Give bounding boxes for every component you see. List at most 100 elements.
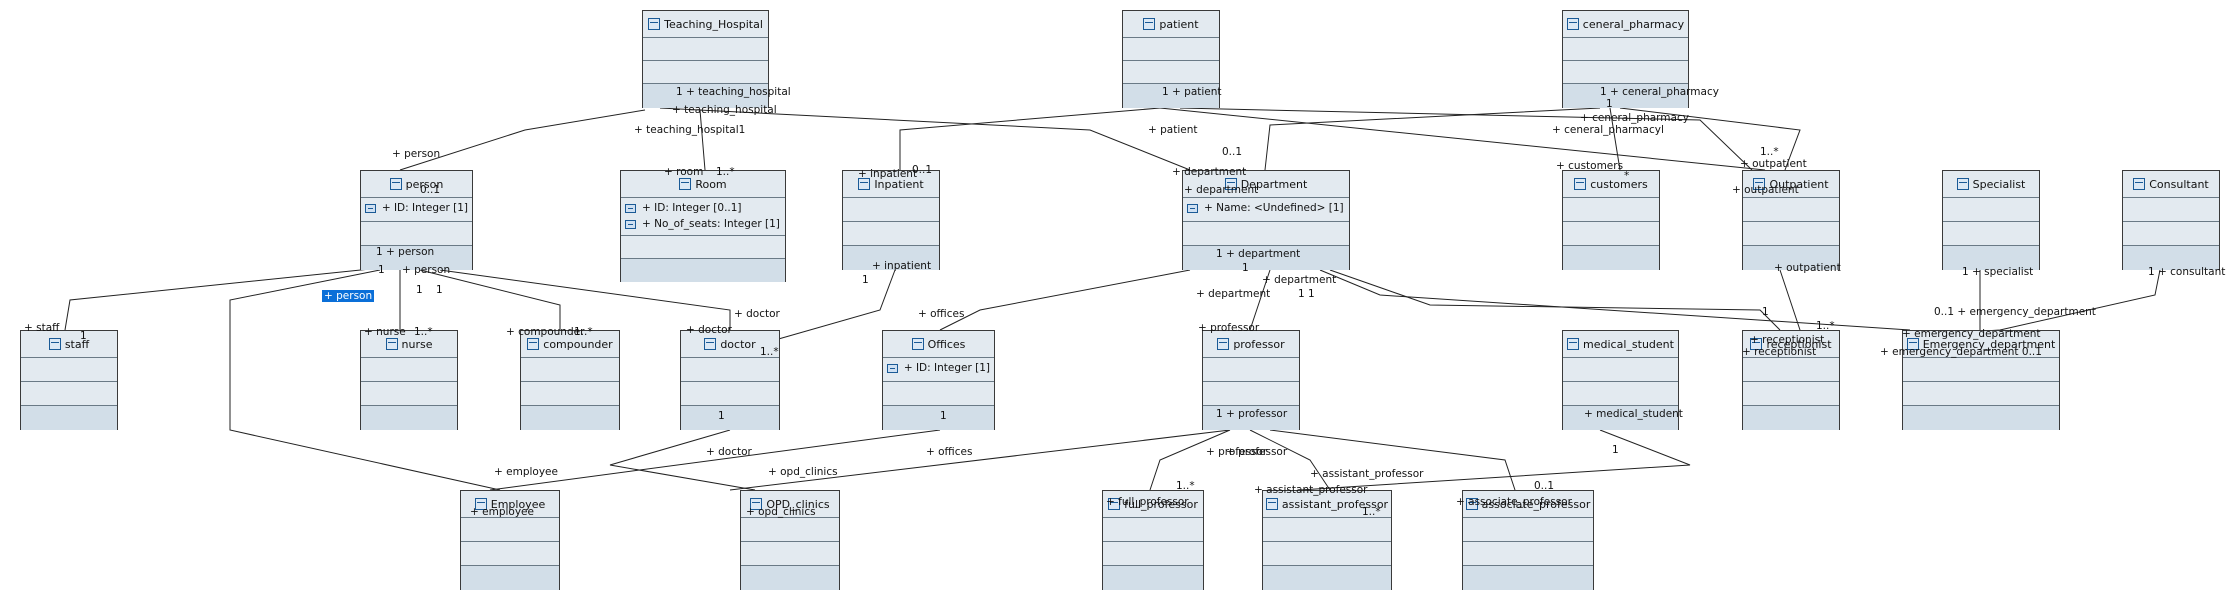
class-associate-professor[interactable]: associate_professor [1462,490,1594,590]
class-header: customers [1563,171,1659,198]
operations-compartment [843,222,939,246]
nested-compartment [1943,246,2039,270]
attributes-compartment: + Name: <Undefined> [1] [1183,198,1349,222]
attribute[interactable]: + No_of_seats: Integer [1] [625,216,781,232]
operations-compartment [1563,382,1678,406]
class-icon [474,498,487,510]
class-header: doctor [681,331,779,358]
role-label: + receptionist [1750,334,1825,346]
class-icon [2133,178,2146,190]
class-name: Department [1240,177,1308,191]
nested-compartment [1123,84,1219,108]
multiplicity-label: 1..* [1760,146,1779,158]
class-opd-clinics[interactable]: OPD_clinics [740,490,840,590]
class-name: Specialist [1972,177,2026,191]
class-assistant-professor[interactable]: assistant_professor [1262,490,1392,590]
class-header: Employee [461,491,559,518]
class-medical-student[interactable]: medical_student [1562,330,1679,430]
assoc-line [1249,269,1271,331]
class-professor[interactable]: professor [1202,330,1300,430]
class-icon [389,178,402,190]
class-department[interactable]: Department + Name: <Undefined> [1] [1182,170,1350,270]
operations-compartment [1903,382,2059,406]
class-name: OPD_clinics [766,497,830,511]
class-name: Inpatient [874,177,924,191]
attributes-compartment [1263,518,1391,542]
class-icon [1465,498,1478,510]
class-staff[interactable]: staff [20,330,118,430]
multiplicity-label: 1 [80,330,87,342]
attributes-compartment: + ID: Integer [1] [361,198,472,222]
role-label: + teaching_hospital1 [634,124,746,136]
attribute[interactable]: + ID: Integer [1] [365,200,468,216]
attribute[interactable]: + ID: Integer [1] [887,360,990,376]
class-icon [1750,338,1763,350]
role-label: 1 + patient [1162,86,1222,98]
class-emergency-department[interactable]: Emergency_department [1902,330,2060,430]
attributes-compartment [741,518,839,542]
class-nurse[interactable]: nurse [360,330,458,430]
attribute[interactable]: + ID: Integer [0..1] [625,200,781,216]
nested-compartment [1743,246,1839,270]
attributes-compartment [1103,518,1203,542]
role-label: + ceneral_pharmacyl [1552,124,1664,136]
attributes-compartment [1123,38,1219,61]
class-inpatient[interactable]: Inpatient [842,170,940,270]
class-name: receptionist [1766,337,1832,351]
class-icon [1956,178,1969,190]
class-icon [648,18,661,30]
class-ceneral-pharmacy[interactable]: ceneral_pharmacy [1562,10,1689,108]
assoc-line [1779,269,1801,331]
class-customers[interactable]: customers [1562,170,1660,270]
class-offices[interactable]: Offices + ID: Integer [1] [882,330,995,430]
attributes-compartment [1463,518,1593,542]
attributes-compartment [1903,358,2059,382]
multiplicity-label: * [1624,170,1630,182]
assoc-line [1919,269,2161,336]
operations-compartment [1123,61,1219,84]
attribute[interactable]: + Name: <Undefined> [1] [1187,200,1345,216]
class-icon [1108,498,1121,510]
operations-compartment [1203,382,1299,406]
assoc-line [1264,107,1601,171]
role-label: 1 + specialist [1962,266,2034,278]
class-name: person [405,177,444,191]
role-label: + patient [1148,124,1198,136]
class-name: ceneral_pharmacy [1582,17,1685,31]
class-compounder[interactable]: compounder [520,330,620,430]
class-patient[interactable]: patient [1122,10,1220,108]
assoc-line [439,269,731,330]
role-label-selected[interactable]: + person [322,290,375,302]
class-outpatient[interactable]: Outpatient [1742,170,1840,270]
nested-compartment [1563,246,1659,270]
class-specialist[interactable]: Specialist [1942,170,2040,270]
attributes-compartment [1563,198,1659,222]
role-label: 1 + teaching_hospital [676,86,791,98]
class-name: associate_professor [1481,497,1591,511]
class-header: Offices [883,331,994,358]
class-room[interactable]: Room + ID: Integer [0..1] + No_of_seats:… [620,170,786,282]
class-full-professor[interactable]: full_professor [1102,490,1204,590]
class-consultant[interactable]: Consultant [2122,170,2220,270]
operations-compartment [21,382,117,406]
class-icon [1566,18,1579,30]
class-employee[interactable]: Employee [460,490,560,590]
class-icon [385,338,398,350]
assoc-line [659,107,1191,171]
assoc-line [1269,429,1516,491]
class-header: OPD_clinics [741,491,839,518]
class-teaching-hospital[interactable]: Teaching_Hospital [642,10,769,108]
class-header: staff [21,331,117,358]
class-person[interactable]: person + ID: Integer [1] [360,170,473,270]
attributes-compartment: + ID: Integer [1] [883,358,994,382]
class-header: compounder [521,331,619,358]
class-receptionist[interactable]: receptionist [1742,330,1840,430]
class-header: person [361,171,472,198]
operations-compartment [461,542,559,566]
role-label: + assistant_professor [1254,484,1368,496]
class-header: Teaching_Hospital [643,11,768,38]
class-icon [527,338,540,350]
assoc-line [419,269,561,330]
nested-compartment [21,406,117,430]
class-doctor[interactable]: doctor [680,330,780,430]
